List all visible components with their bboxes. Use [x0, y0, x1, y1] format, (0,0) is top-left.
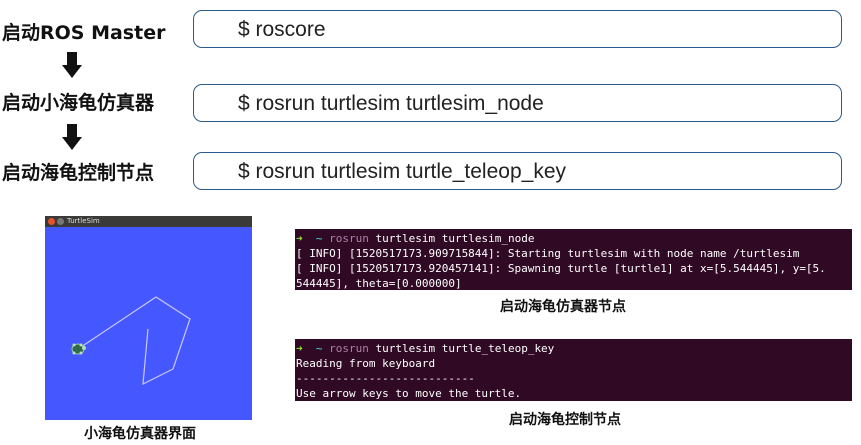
command-box-roscore: $ roscore [193, 10, 842, 48]
close-icon[interactable] [48, 218, 55, 225]
terminal-prompt-line: ➜ ~ rosrun turtlesim turtle_teleop_key [296, 342, 555, 355]
terminal-turtlesim-caption: 启动海龟仿真器节点 [500, 299, 626, 315]
terminal-output-line: [ INFO] [1520517173.909715844]: Starting… [296, 247, 800, 260]
prompt-arrow-icon: ➜ [296, 232, 303, 245]
terminal-teleop-caption: 启动海龟控制节点 [509, 412, 621, 428]
down-arrow-icon [62, 124, 82, 150]
window-title: TurtleSim [67, 217, 100, 225]
terminal-teleop-key: ➜ ~ rosrun turtlesim turtle_teleop_key R… [295, 339, 852, 401]
turtlesim-titlebar: TurtleSim [45, 216, 252, 227]
minimize-icon[interactable] [57, 218, 64, 225]
terminal-output-line: --------------------------- [296, 372, 475, 385]
terminal-prompt-line: ➜ ~ rosrun turtlesim turtlesim_node [296, 232, 535, 245]
turtlesim-caption: 小海龟仿真器界面 [84, 426, 196, 442]
terminal-output-line: 544445], theta=[0.000000] [296, 277, 462, 290]
step-label-turtlesim: 启动小海龟仿真器 [2, 92, 155, 114]
terminal-output-line: Use arrow keys to move the turtle. [296, 387, 522, 400]
step-label-teleop: 启动海龟控制节点 [2, 162, 155, 184]
prompt-arrow-icon: ➜ [296, 342, 303, 355]
step-label-ros-master: 启动ROS Master [2, 22, 166, 44]
turtlesim-canvas [71, 296, 191, 386]
down-arrow-icon [62, 52, 82, 78]
turtlesim-window: TurtleSim [45, 216, 252, 420]
turtle-icon [71, 343, 86, 355]
command-box-turtlesim: $ rosrun turtlesim turtlesim_node [193, 84, 842, 122]
terminal-output-line: [ INFO] [1520517173.920457141]: Spawning… [296, 262, 826, 275]
turtle-trail [77, 296, 191, 386]
command-box-teleop: $ rosrun turtlesim turtle_teleop_key [193, 152, 842, 190]
terminal-output-line: Reading from keyboard [296, 357, 436, 370]
terminal-turtlesim-node: ➜ ~ rosrun turtlesim turtlesim_node [ IN… [295, 229, 852, 290]
